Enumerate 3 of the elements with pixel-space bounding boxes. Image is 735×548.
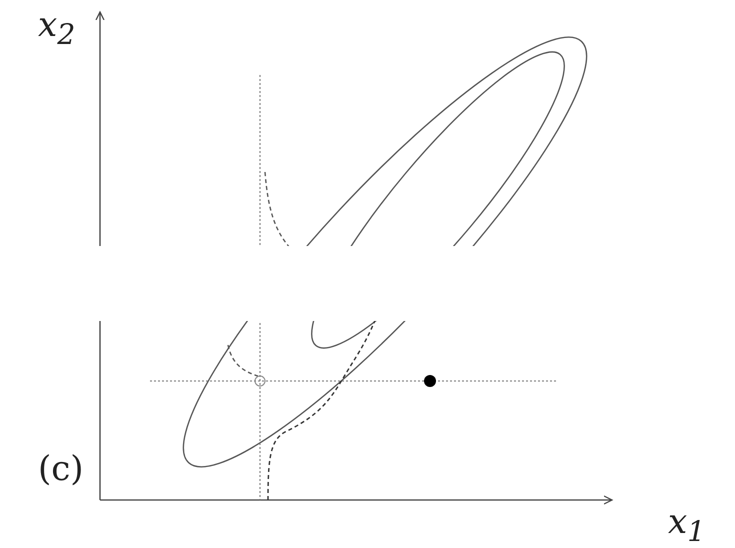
panel-label: (c) — [38, 452, 84, 486]
axis-label: x$_{1}$ — [668, 505, 706, 546]
axis-label: x$_{2}$ — [38, 8, 76, 50]
